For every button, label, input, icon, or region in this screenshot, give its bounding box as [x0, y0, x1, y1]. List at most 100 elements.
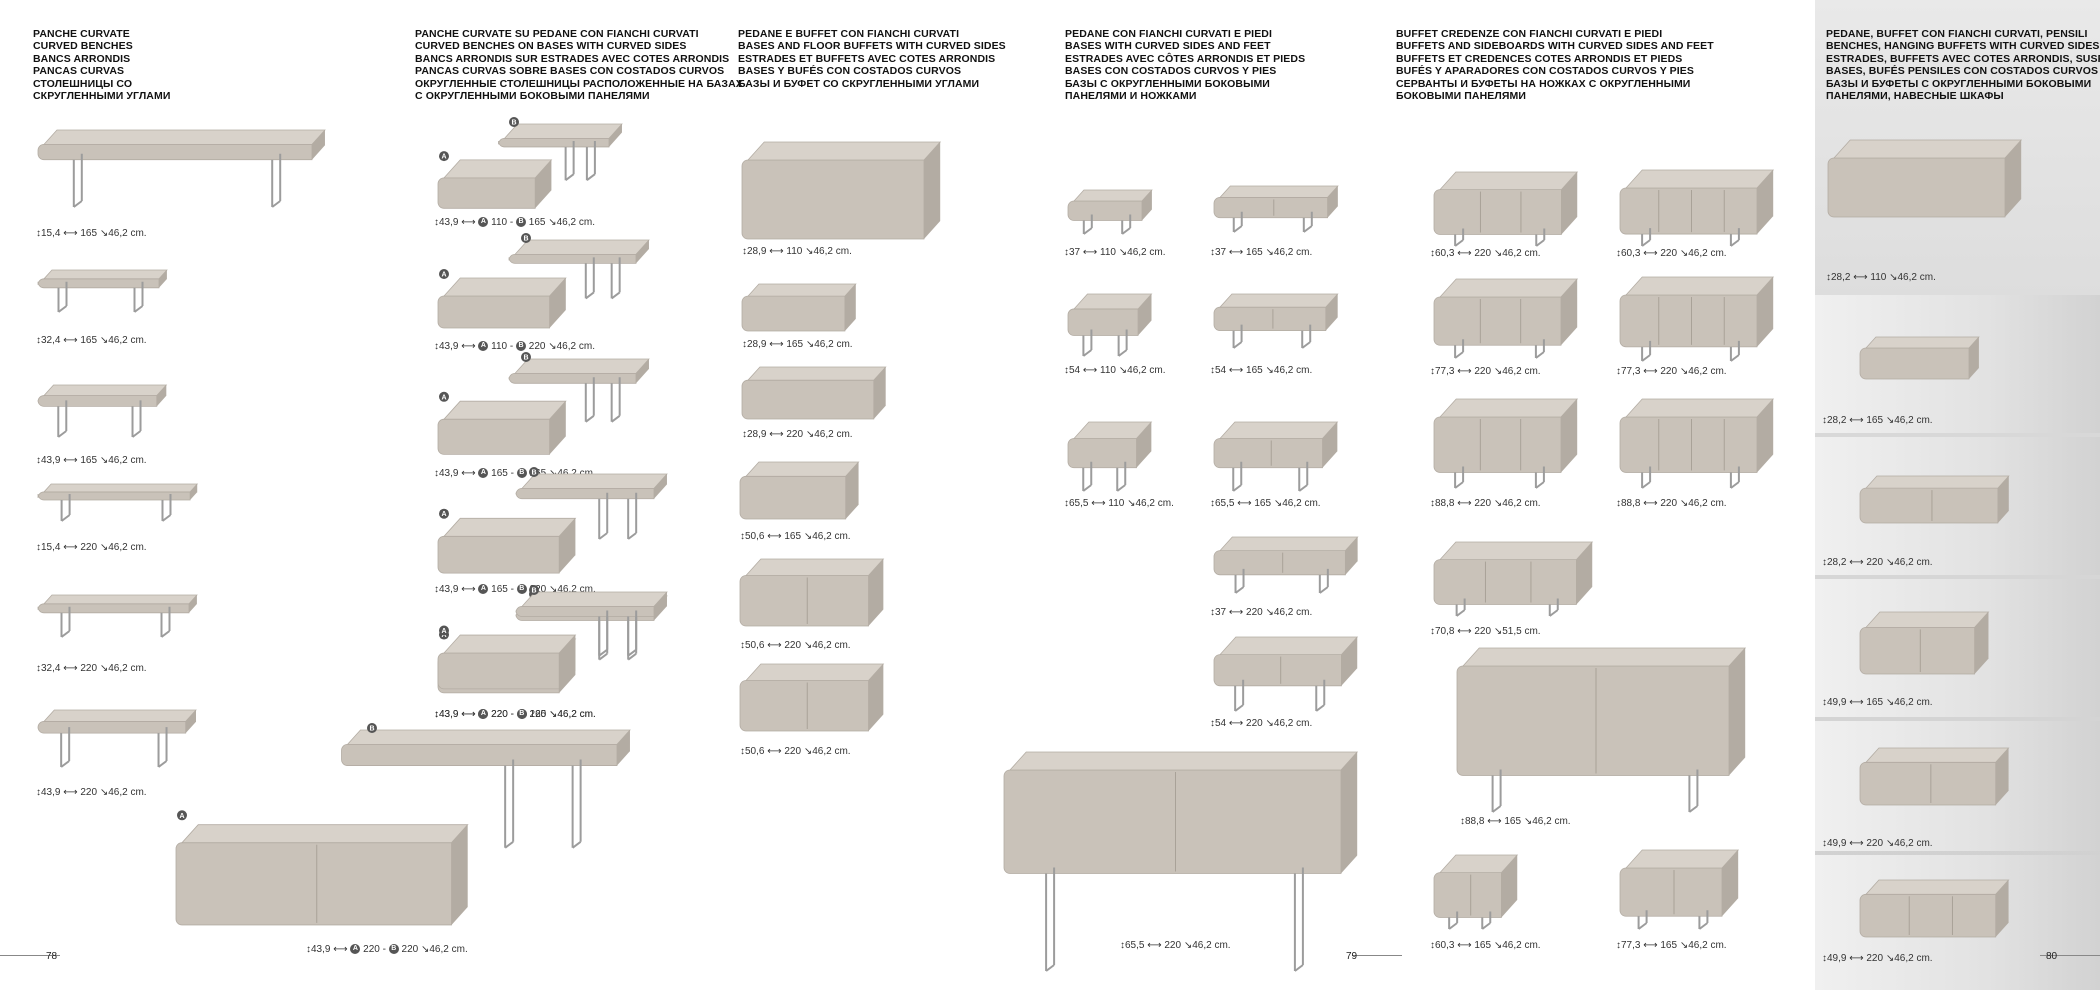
height-icon: ↕ — [1616, 366, 1621, 377]
depth-icon: ↘ — [1883, 415, 1895, 426]
width-value: 220 — [1474, 498, 1492, 509]
dimension-label: ↕37 ⟷ 165 ↘46,2 cm. — [1210, 247, 1312, 258]
width-icon: ⟷ — [1454, 248, 1475, 259]
steel-leg — [564, 140, 575, 182]
height-value: 54 — [1069, 365, 1081, 376]
side-face — [549, 401, 566, 455]
height-icon: ↕ — [1064, 498, 1069, 509]
depth-value: 46,2 cm. — [812, 746, 851, 757]
badge-letter: B — [523, 236, 528, 243]
dimension-label: ↕43,9 ⟷ 165 ↘46,2 cm. — [36, 455, 147, 466]
height-icon: ↕ — [1430, 248, 1435, 259]
height-value: 60,3 — [1621, 248, 1641, 259]
header-line: СКРУГЛЕННЫМИ УГЛАМИ — [33, 90, 171, 103]
height-value: 50,6 — [745, 746, 765, 757]
steel-leg — [1535, 228, 1546, 247]
width-icon: ⟷ — [458, 217, 479, 228]
header-line: BUFFETS AND SIDEBOARDS WITH CURVED SIDES… — [1396, 40, 1714, 53]
steel-leg — [1082, 461, 1093, 492]
steel-leg — [1293, 867, 1304, 972]
product-illustration — [739, 558, 885, 627]
side-face — [868, 664, 884, 731]
height-icon: ↕ — [36, 228, 41, 239]
steel-leg — [1454, 466, 1465, 489]
dimension-label: ↕43,9 ⟷ A 110 - B 165 ↘46,2 cm. — [434, 217, 595, 228]
product-legs — [1002, 750, 1367, 975]
side-face — [1576, 542, 1593, 605]
dimension-label: ↕70,8 ⟷ 220 ↘51,5 cm. — [1430, 626, 1541, 637]
page-number-center: 79 — [1346, 951, 1358, 962]
product-illustration — [1433, 854, 1519, 930]
front-face — [437, 295, 550, 329]
width-a-value: 165 - — [488, 468, 517, 479]
badge-letter: B — [531, 470, 536, 477]
steel-leg — [157, 727, 168, 768]
dimension-label: ↕77,3 ⟷ 165 ↘46,2 cm. — [1616, 940, 1727, 951]
header-line: PANCHE CURVATE SU PEDANE CON FIANCHI CUR… — [415, 28, 699, 40]
width-value: 110 — [786, 246, 803, 257]
front-face — [739, 475, 847, 520]
header-line: ESTRADES ET BUFFETS AVEC COTES ARRONDIS — [738, 52, 996, 65]
badge-b-icon: B — [516, 584, 527, 595]
dimension-label: ↕32,4 ⟷ 165 ↘46,2 cm. — [36, 335, 147, 346]
product-bench — [37, 482, 208, 527]
height-icon: ↕ — [1826, 272, 1831, 283]
front-face — [1433, 189, 1562, 235]
height-value: 43,9 — [439, 709, 459, 720]
depth-value: 46,2 cm. — [1894, 557, 1933, 568]
height-value: 43,9 — [439, 341, 459, 352]
front-face — [1859, 761, 1997, 806]
height-icon: ↕ — [1822, 697, 1827, 708]
side-face — [535, 159, 552, 209]
page-number-left: 78 — [46, 951, 58, 962]
width-value: 220 — [1660, 248, 1678, 259]
height-icon: ↕ — [742, 429, 747, 440]
badge-a-icon — [439, 391, 449, 402]
height-icon: ↕ — [434, 709, 439, 720]
product-base — [738, 557, 893, 632]
front-face — [1827, 157, 2006, 218]
height-value: 15,4 — [41, 228, 61, 239]
badge-letter: A — [441, 394, 446, 401]
height-value: 88,8 — [1465, 816, 1485, 827]
product-illustration — [1213, 293, 1339, 349]
badge-a-icon: A — [478, 584, 489, 595]
product-sideboard — [1618, 168, 1783, 250]
badge-b-icon — [529, 585, 539, 595]
column-header: PEDANE, BUFFET CON FIANCHI CURVATI, PENS… — [1826, 28, 2100, 102]
width-b-value: 165 — [525, 217, 546, 228]
depth-value: 46,2 cm. — [1273, 718, 1313, 729]
top-face — [1009, 751, 1359, 771]
product-illustration — [1859, 747, 2010, 806]
side-face — [549, 278, 566, 328]
front-face — [1213, 654, 1342, 687]
side-face — [1995, 880, 2009, 937]
height-value: 50,6 — [745, 640, 765, 651]
width-icon: ⟷ — [60, 663, 81, 674]
steel-leg — [1481, 911, 1492, 930]
width-value: 220 — [1866, 953, 1884, 964]
product-illustration — [1619, 849, 1740, 930]
steel-leg — [271, 153, 282, 208]
front-face — [1433, 872, 1502, 918]
depth-icon: ↘ — [1491, 498, 1503, 509]
top-face — [443, 159, 553, 179]
page-number-right: 80 — [2046, 951, 2058, 962]
front-face — [1859, 893, 1997, 938]
steel-leg — [1548, 598, 1559, 617]
width-icon: ⟷ — [1484, 816, 1505, 827]
dimension-label: ↕28,9 ⟷ 220 ↘46,2 cm. — [742, 429, 853, 440]
top-face — [1439, 278, 1579, 298]
product-bench — [37, 268, 178, 318]
top-face — [1073, 293, 1153, 310]
dimension-label: ↕28,2 ⟷ 220 ↘46,2 cm. — [1822, 557, 1933, 568]
front-face — [1619, 187, 1758, 235]
steel-leg — [1688, 769, 1699, 813]
product-legs — [1066, 420, 1161, 495]
top-face — [514, 239, 650, 255]
header-line: ПАНЕЛЯМИ И НОЖКАМИ — [1065, 90, 1197, 103]
product-illustration — [1433, 398, 1579, 489]
header-line: CURVED BENCHES — [33, 40, 133, 53]
product-illustration: AB — [437, 233, 650, 329]
